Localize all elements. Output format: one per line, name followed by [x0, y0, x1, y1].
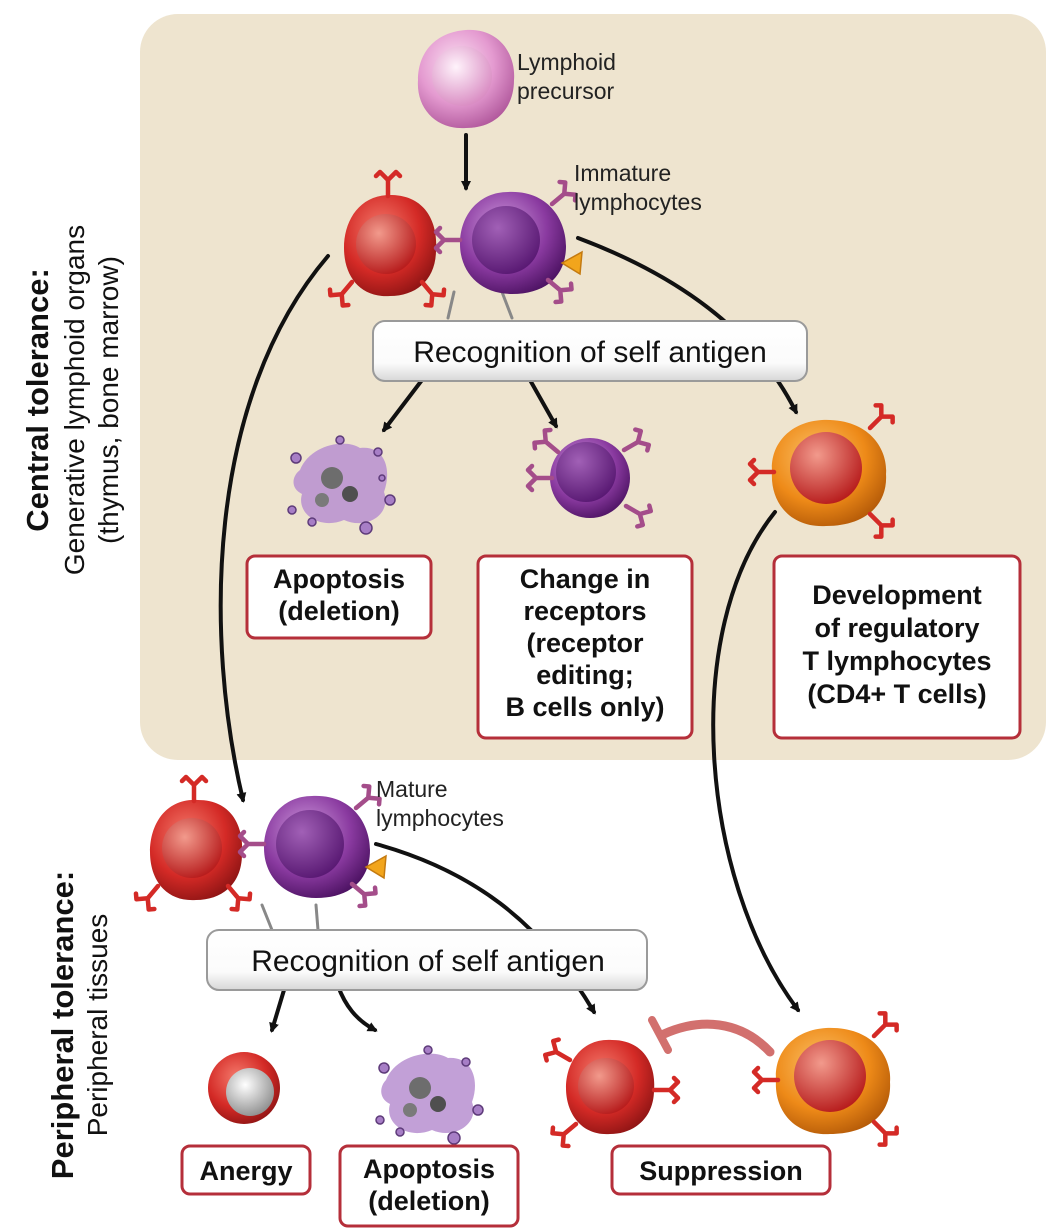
peripheral-tolerance-heading: Peripheral tolerance: [45, 871, 80, 1179]
mature-t-cell [133, 777, 252, 912]
suppression-inhibition-arc [648, 1016, 775, 1057]
box-regulatory-line4: (CD4+ T cells) [807, 679, 986, 709]
suppressed-t-cell [543, 1038, 678, 1149]
box-regulatory-development: Development of regulatory T lymphocytes … [772, 554, 1022, 740]
immature-b-cell [436, 179, 583, 304]
box-central-apoptosis: Apoptosis (deletion) [245, 554, 433, 640]
arrow-immature-to-regulatory [576, 236, 798, 415]
box-suppression-text: Suppression [639, 1156, 803, 1186]
central-recognition-bar: Recognition of self antigen [372, 320, 808, 382]
regulatory-t-cell-peripheral [754, 1011, 899, 1148]
anergic-t-cell [208, 1052, 280, 1124]
arrow-peripheral-to-apoptosis [336, 984, 378, 1032]
self-antigen-triangle-mature [364, 854, 387, 880]
mature-b-cell [240, 783, 387, 908]
immature-t-cell [327, 172, 446, 308]
box-receptor-editing: Change in receptors (receptor editing; B… [476, 554, 694, 740]
central-apoptotic-cell [287, 435, 396, 535]
box-receptor-editing-line3: (receptor [526, 628, 644, 658]
central-tolerance-side-label: Central tolerance: Generative lymphoid o… [20, 225, 124, 575]
peripheral-recognition-bar: Recognition of self antigen [206, 929, 648, 991]
arrow-central-to-apoptosis [382, 378, 424, 433]
immature-label-line1: Immature [574, 160, 671, 186]
box-central-apoptosis-line2: (deletion) [278, 596, 400, 626]
box-peripheral-apoptosis-line1: Apoptosis [363, 1154, 495, 1184]
box-suppression: Suppression [610, 1144, 832, 1196]
central-tolerance-line2: (thymus, bone marrow) [93, 256, 124, 544]
mature-label-line1: Mature [376, 776, 448, 802]
box-central-apoptosis-line1: Apoptosis [273, 564, 405, 594]
immature-label-line2: lymphocytes [574, 189, 702, 215]
box-regulatory-line3: T lymphocytes [802, 646, 991, 676]
arrow-immature-to-mature [218, 254, 330, 803]
central-tolerance-line1: Generative lymphoid organs [59, 225, 90, 575]
box-regulatory-line1: Development [812, 580, 982, 610]
box-receptor-editing-line2: receptors [523, 596, 646, 626]
box-receptor-editing-line5: B cells only) [505, 692, 664, 722]
peripheral-apoptotic-cell [375, 1045, 484, 1145]
box-regulatory-line2: of regulatory [814, 613, 979, 643]
mature-label-line2: lymphocytes [376, 805, 504, 831]
receptor-edited-b-cell [528, 427, 653, 528]
box-receptor-editing-line4: editing; [536, 660, 633, 690]
flow-arrows [218, 133, 800, 1033]
central-tolerance-heading: Central tolerance: [20, 268, 55, 532]
lymphoid-precursor-label-line1: Lymphoid [517, 49, 616, 75]
box-anergy-text: Anergy [199, 1156, 292, 1186]
peripheral-tolerance-line1: Peripheral tissues [82, 914, 113, 1137]
box-receptor-editing-line1: Change in [520, 564, 651, 594]
peripheral-recognition-text: Recognition of self antigen [251, 945, 605, 978]
box-anergy: Anergy [180, 1144, 312, 1196]
self-antigen-triangle-immature [560, 250, 583, 276]
central-recognition-text: Recognition of self antigen [413, 336, 767, 369]
arrow-regulatory-to-periphery [711, 510, 800, 1013]
arrow-peripheral-to-anergy [269, 988, 286, 1033]
lymphoid-precursor-cell [417, 29, 515, 129]
box-peripheral-apoptosis: Apoptosis (deletion) [338, 1144, 520, 1228]
arrow-central-to-editing [528, 378, 558, 429]
box-peripheral-apoptosis-line2: (deletion) [368, 1186, 490, 1216]
peripheral-tolerance-side-label: Peripheral tolerance: Peripheral tissues [45, 871, 113, 1179]
lymphoid-precursor-label-line2: precursor [517, 78, 614, 104]
regulatory-t-cell-central [750, 403, 895, 540]
